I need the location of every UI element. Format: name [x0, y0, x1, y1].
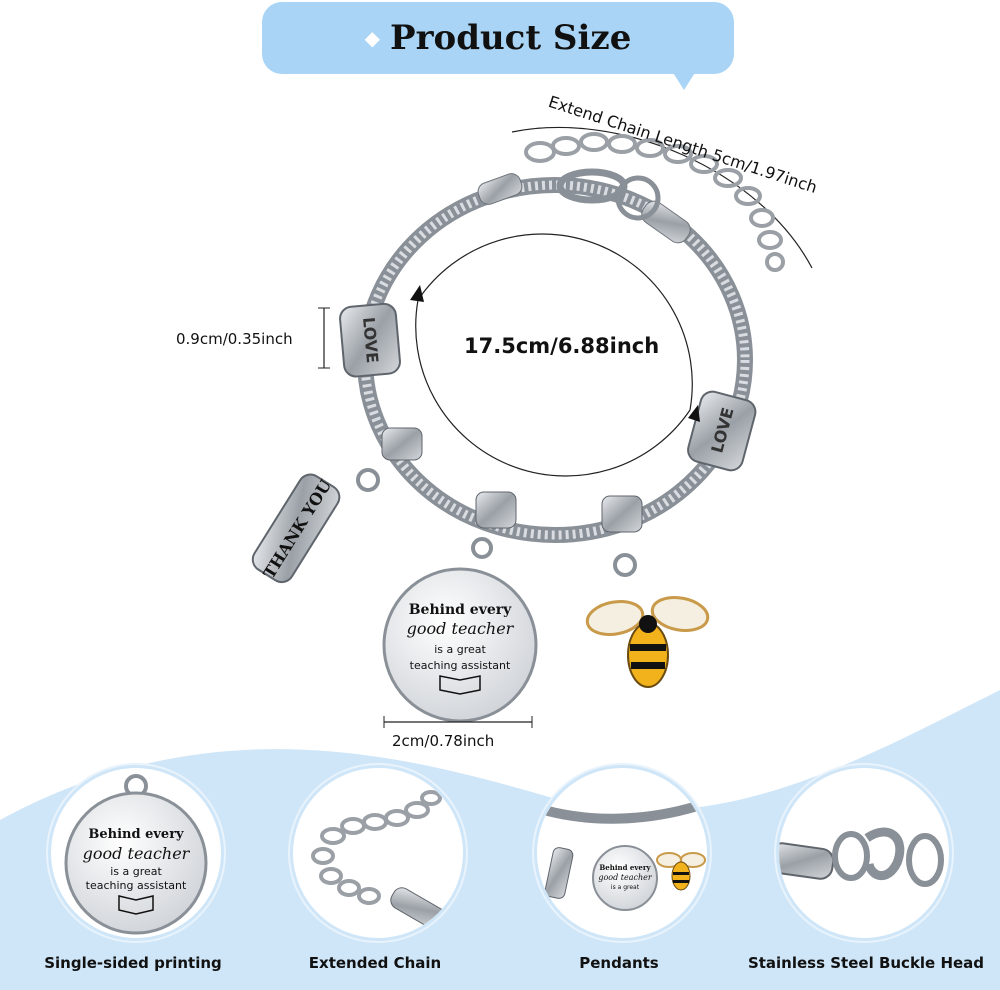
bail-1	[356, 427, 423, 492]
banner-pointer	[670, 68, 698, 90]
feature-label-buckle: Stainless Steel Buckle Head	[747, 954, 985, 972]
svg-text:good teacher: good teacher	[598, 873, 653, 882]
svg-text:Behind every: Behind every	[88, 827, 184, 842]
svg-text:good teacher: good teacher	[407, 619, 515, 638]
extend-chain-dimension-arc	[511, 126, 813, 269]
length-dimension-arc	[417, 233, 693, 411]
bee-pendant	[585, 596, 710, 688]
love-bead-right: LOVE	[687, 390, 757, 472]
pendant-width-label: 2cm/0.78inch	[392, 732, 495, 750]
feature-label-pendants: Pendants	[579, 954, 659, 972]
end-cap-right	[641, 200, 691, 244]
pendants-detail: Behind every good teacher is a great	[537, 798, 707, 911]
feature-circle-chain	[290, 765, 466, 941]
header-banner: ◆ Product Size	[262, 2, 734, 74]
feature-circle-printing: Behind every good teacher is a great tea…	[48, 765, 224, 941]
svg-text:is a great: is a great	[110, 865, 162, 878]
arrow-up-icon	[410, 285, 424, 302]
feature-label-printing: Single-sided printing	[44, 954, 222, 972]
feature-circle-pendants: Behind every good teacher is a great	[534, 765, 710, 941]
love-bead-left: LOVE	[339, 302, 401, 378]
svg-text:Behind every: Behind every	[409, 602, 512, 618]
jump-ring	[615, 175, 661, 221]
disc-pendant: Behind every good teacher is a great tea…	[382, 567, 538, 723]
feature-circle-buckle	[776, 765, 952, 941]
book-icon	[439, 675, 481, 695]
feature-label-chain: Extended Chain	[308, 954, 442, 972]
svg-text:teaching assistant: teaching assistant	[86, 879, 187, 892]
svg-text:is a great: is a great	[434, 643, 486, 656]
bail-2	[471, 491, 517, 559]
bead-height-label: 0.9cm/0.35inch	[176, 330, 293, 348]
printing-detail: Behind every good teacher is a great tea…	[64, 774, 208, 935]
svg-text:is a great: is a great	[611, 884, 640, 891]
bail-3	[601, 495, 643, 577]
end-cap-left	[477, 173, 523, 205]
svg-text:teaching assistant: teaching assistant	[410, 659, 511, 672]
svg-text:LOVE: LOVE	[359, 316, 382, 364]
svg-text:good teacher: good teacher	[83, 844, 191, 863]
extended-chain-detail	[311, 790, 448, 931]
diamond-icon: ◆	[364, 26, 381, 50]
extension-chain	[524, 132, 785, 272]
arrow-down-icon	[688, 405, 700, 422]
bracelet-length-label: 17.5cm/6.88inch	[464, 334, 660, 358]
page-title: Product Size	[390, 18, 632, 58]
thank-you-tag: THANK YOU	[251, 473, 341, 584]
book-icon	[118, 895, 154, 915]
snake-chain	[357, 177, 753, 543]
svg-text:Behind every: Behind every	[599, 863, 651, 872]
buckle-detail	[779, 827, 944, 887]
